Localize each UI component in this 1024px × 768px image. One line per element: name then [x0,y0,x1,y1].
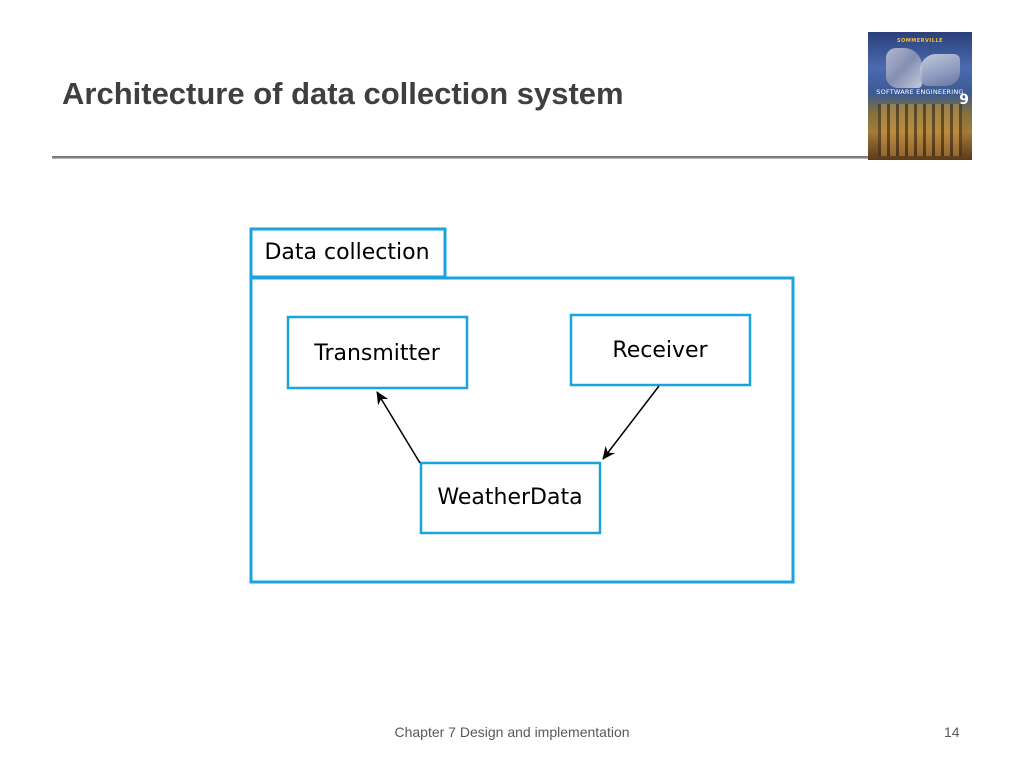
component-receiver: Receiver [569,313,752,387]
component-label: WeatherData [437,485,582,510]
component-box [419,461,602,535]
dependency-arrow-weatherdata-to-transmitter [376,391,421,464]
cover-art-shape [920,54,960,86]
component-transmitter: Transmitter [286,315,469,390]
package-tab [249,227,447,279]
cover-art-shape [886,48,922,88]
dependency-arrow-receiver-to-weatherdata [602,385,660,460]
title-divider [52,156,870,159]
cover-author: SOMMERVILLE [896,38,944,44]
component-label: Receiver [612,338,708,363]
component-label: Transmitter [313,341,440,366]
slide-footer: Chapter 7 Design and implementation [394,724,630,740]
cover-art-building [878,104,962,156]
component-box [286,315,469,390]
slide-title: Architecture of data collection system [62,76,624,111]
cover-edition: 9 [959,92,969,108]
package-label: Data collection [264,240,429,265]
book-cover-image: SOMMERVILLE SOFTWARE ENGINEERING 9 [868,32,972,160]
cover-subject: SOFTWARE ENGINEERING [876,88,964,96]
component-weatherdata: WeatherData [419,461,602,535]
component-box [569,313,752,387]
page-number: 14 [944,724,960,740]
